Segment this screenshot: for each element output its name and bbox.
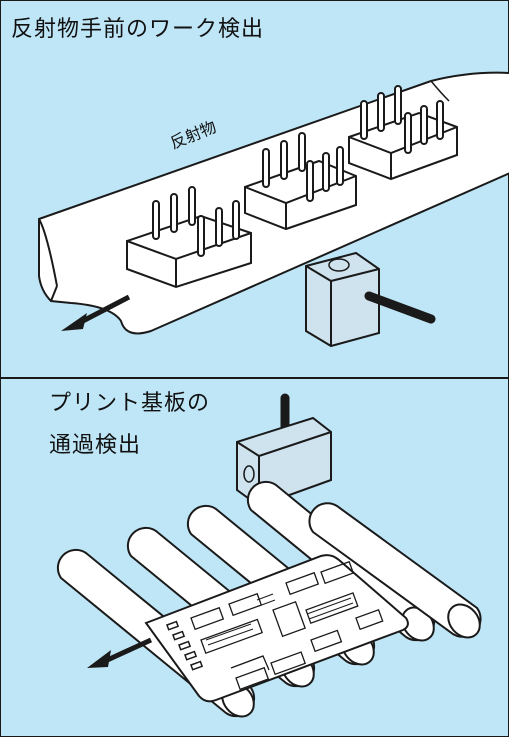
- conveyor-roller-5: [308, 502, 482, 639]
- component-block-1: [126, 186, 252, 289]
- component-block-3: [348, 85, 458, 181]
- panel-title-reflector: 反射物手前のワーク検出: [11, 17, 265, 42]
- direction-arrow-top: [61, 294, 131, 331]
- panel-title-pcb-line2: 通過検出: [49, 433, 142, 458]
- panel-pcb-detection: プリント基板の 通過検出: [1, 378, 509, 738]
- panel-divider: [1, 377, 509, 379]
- reflector-label: 反射物: [167, 117, 219, 153]
- component-block-2: [244, 132, 357, 231]
- reflector-scene: 反射物: [38, 71, 509, 348]
- direction-arrow-bottom: [87, 637, 153, 668]
- photoelectric-sensor-top: [305, 251, 436, 348]
- panel-title-pcb-line1: プリント基板の: [49, 391, 211, 416]
- panel-reflector-detection: 反射物手前のワーク検出 反射物: [1, 1, 509, 378]
- pcb-scene: [56, 393, 482, 718]
- printed-circuit-board: [144, 554, 409, 703]
